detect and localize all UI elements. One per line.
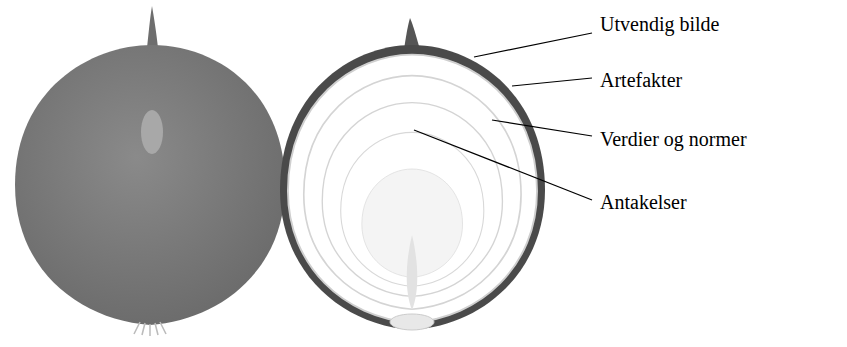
layer-label: Utvendig bilde	[600, 12, 719, 36]
layer-label: Verdier og normer	[600, 127, 747, 151]
layer-label: Antakelser	[600, 190, 687, 214]
leader-lines	[414, 33, 592, 200]
layer-label: Artefakter	[600, 68, 682, 92]
